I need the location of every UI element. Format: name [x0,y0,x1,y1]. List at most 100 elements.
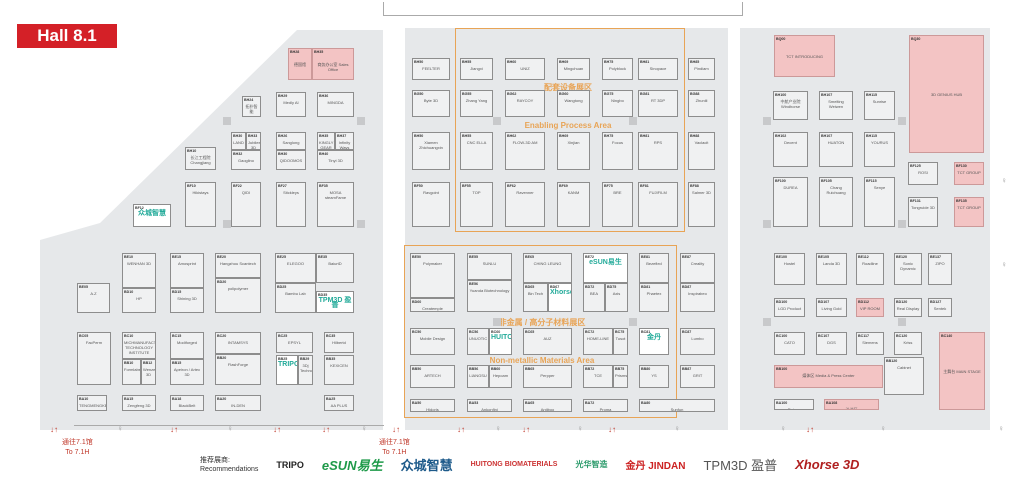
booth-bc60[interactable]: BC60HUITONG [489,328,512,355]
booth-ba10[interactable]: BA10TENGMENGKENG [77,395,107,411]
brand-huitong[interactable]: HUITONG BIOMATERIALS [470,461,558,468]
brand-xhorse[interactable]: Xhorse 3D [795,457,860,472]
exit-to-hall-7-1[interactable]: 通往7.1馆 To 7.1H [62,438,93,458]
brand-esun[interactable]: eSUN易生 [321,458,383,473]
booth-bb75[interactable]: BB75Prismsan [613,365,628,388]
brand-jindan[interactable]: 金丹 JINDAN [625,461,686,472]
